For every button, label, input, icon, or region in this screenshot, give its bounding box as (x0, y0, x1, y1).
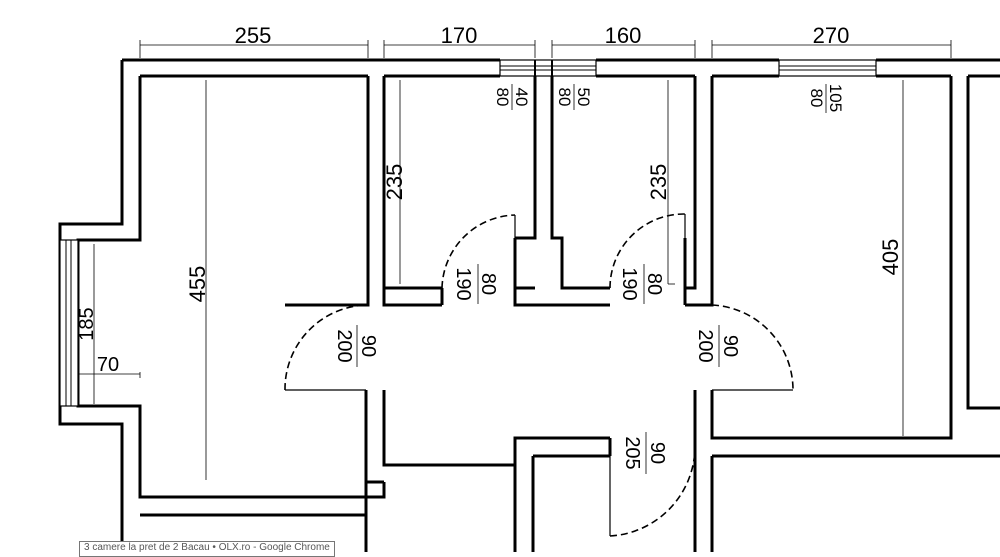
dim-bath1-height: 235 (382, 164, 407, 201)
dim-balcony-height: 185 (76, 307, 98, 340)
door-2-top: 80 (643, 273, 665, 295)
dim-bath2-height: 235 (646, 164, 671, 201)
window-1-top: 40 (512, 88, 531, 107)
window-top-2 (778, 59, 877, 77)
door-3-top: 90 (357, 335, 379, 357)
door-arc-room4 (711, 304, 794, 391)
door-arc-bath2 (609, 213, 686, 289)
dimension-lines (78, 40, 952, 480)
dim-top-2: 170 (441, 23, 478, 48)
walls (58, 58, 1000, 552)
doors (284, 213, 794, 537)
door-arc-room1 (284, 304, 369, 391)
window-1-bottom: 80 (493, 88, 512, 107)
door-5-top: 90 (646, 442, 668, 464)
window-3-top: 105 (826, 84, 845, 112)
window-balcony (59, 239, 79, 407)
door-1-top: 80 (477, 273, 499, 295)
dim-top-3: 160 (605, 23, 642, 48)
dimension-labels: 255 170 160 270 455 235 235 405 185 70 4… (76, 23, 903, 470)
window-2-bottom: 80 (555, 88, 574, 107)
door-1-bottom: 190 (452, 267, 474, 300)
window-2-top: 50 (574, 88, 593, 107)
dim-balcony-depth: 70 (97, 354, 119, 376)
dim-room1-height: 455 (185, 266, 210, 303)
door-5-bottom: 205 (621, 436, 643, 469)
door-2-bottom: 190 (618, 267, 640, 300)
dim-room4-height: 405 (878, 239, 903, 276)
windows (59, 59, 877, 407)
dim-top-1: 255 (235, 23, 272, 48)
door-arc-bath1 (441, 214, 516, 289)
door-3-bottom: 200 (333, 329, 355, 362)
window-title-tooltip: 3 camere la pret de 2 Bacau • OLX.ro - G… (79, 541, 335, 557)
dim-top-4: 270 (813, 23, 850, 48)
door-4-top: 90 (719, 335, 741, 357)
door-arc-kitchen (609, 444, 696, 537)
window-top-1 (499, 59, 597, 77)
door-4-bottom: 200 (694, 329, 716, 362)
window-3-bottom: 80 (807, 89, 826, 108)
